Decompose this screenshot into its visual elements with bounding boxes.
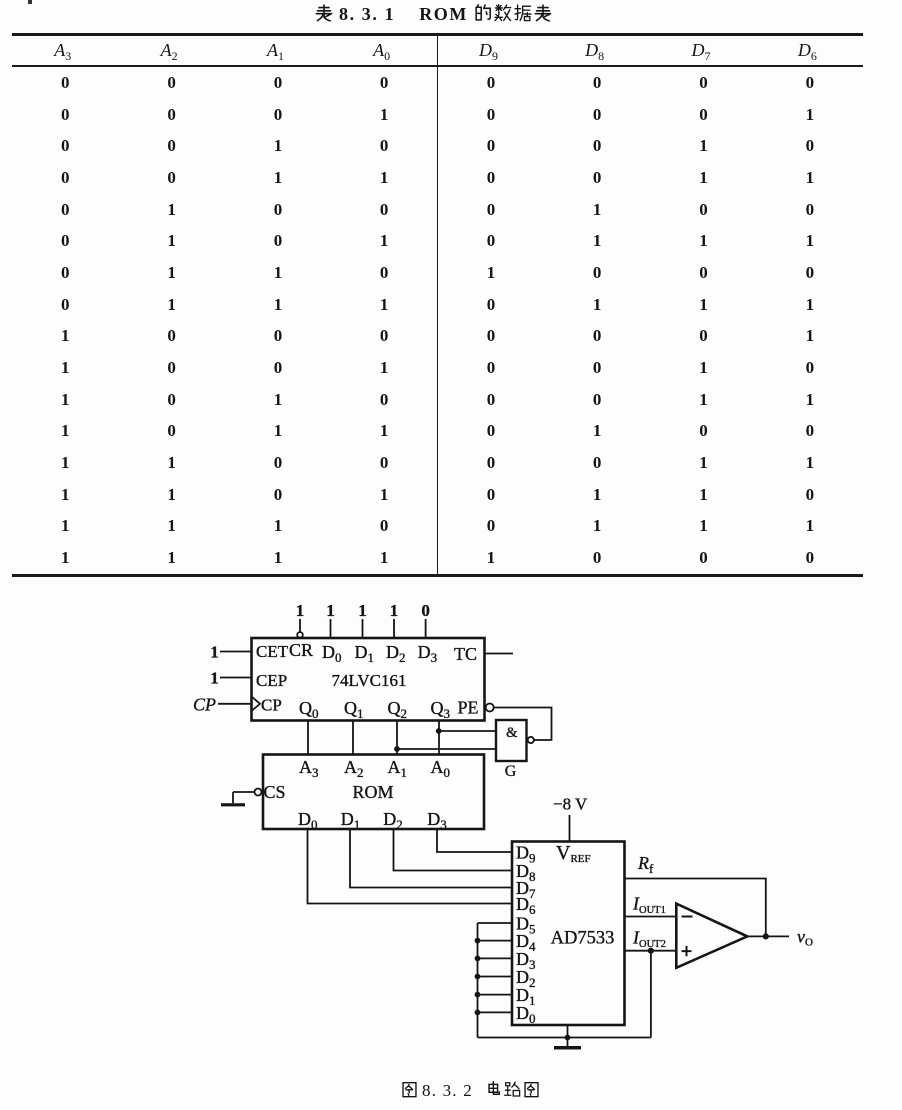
- svg-text:D2: D2: [386, 642, 406, 665]
- svg-text:0: 0: [421, 601, 430, 620]
- svg-text:D5: D5: [516, 914, 536, 937]
- svg-text:A1: A1: [388, 757, 408, 780]
- svg-text:−8 V: −8 V: [553, 795, 588, 814]
- svg-text:1: 1: [210, 669, 219, 688]
- svg-text:D1: D1: [355, 642, 375, 665]
- svg-text:1: 1: [210, 643, 219, 662]
- svg-text:vO: vO: [797, 927, 813, 949]
- svg-text:D3: D3: [427, 809, 447, 832]
- svg-text:Q0: Q0: [299, 698, 319, 721]
- svg-text:ROM: ROM: [352, 782, 393, 802]
- svg-text:TC: TC: [454, 644, 477, 664]
- svg-text:1: 1: [326, 601, 335, 620]
- svg-text:1: 1: [296, 601, 305, 620]
- svg-text:VREF: VREF: [556, 842, 591, 865]
- svg-text:&: &: [506, 725, 518, 741]
- svg-text:74LVC161: 74LVC161: [332, 671, 407, 690]
- svg-text:Rf: Rf: [637, 853, 654, 876]
- svg-text:AD7533: AD7533: [551, 929, 615, 949]
- svg-text:PE: PE: [457, 698, 478, 718]
- svg-text:1: 1: [358, 601, 367, 620]
- svg-text:D0: D0: [322, 642, 342, 665]
- svg-text:CET: CET: [256, 642, 289, 661]
- svg-text:D1: D1: [341, 809, 361, 832]
- svg-text:CP: CP: [261, 696, 282, 715]
- svg-text:CR: CR: [289, 640, 313, 660]
- svg-text:IOUT2: IOUT2: [632, 928, 666, 951]
- svg-text:CEP: CEP: [256, 671, 287, 690]
- svg-text:D0: D0: [298, 809, 318, 832]
- svg-text:CS: CS: [264, 782, 286, 802]
- svg-text:D2: D2: [383, 809, 403, 832]
- svg-text:A0: A0: [431, 757, 451, 780]
- svg-text:1: 1: [390, 601, 399, 620]
- svg-text:A3: A3: [299, 757, 319, 780]
- svg-text:IOUT1: IOUT1: [632, 894, 666, 917]
- svg-text:G: G: [505, 763, 517, 780]
- svg-text:Q3: Q3: [431, 698, 451, 721]
- svg-text:Q2: Q2: [388, 698, 408, 721]
- svg-text:D3: D3: [418, 642, 438, 665]
- svg-text:A2: A2: [344, 757, 364, 780]
- svg-text:Q1: Q1: [344, 698, 364, 721]
- svg-text:CP: CP: [193, 695, 216, 715]
